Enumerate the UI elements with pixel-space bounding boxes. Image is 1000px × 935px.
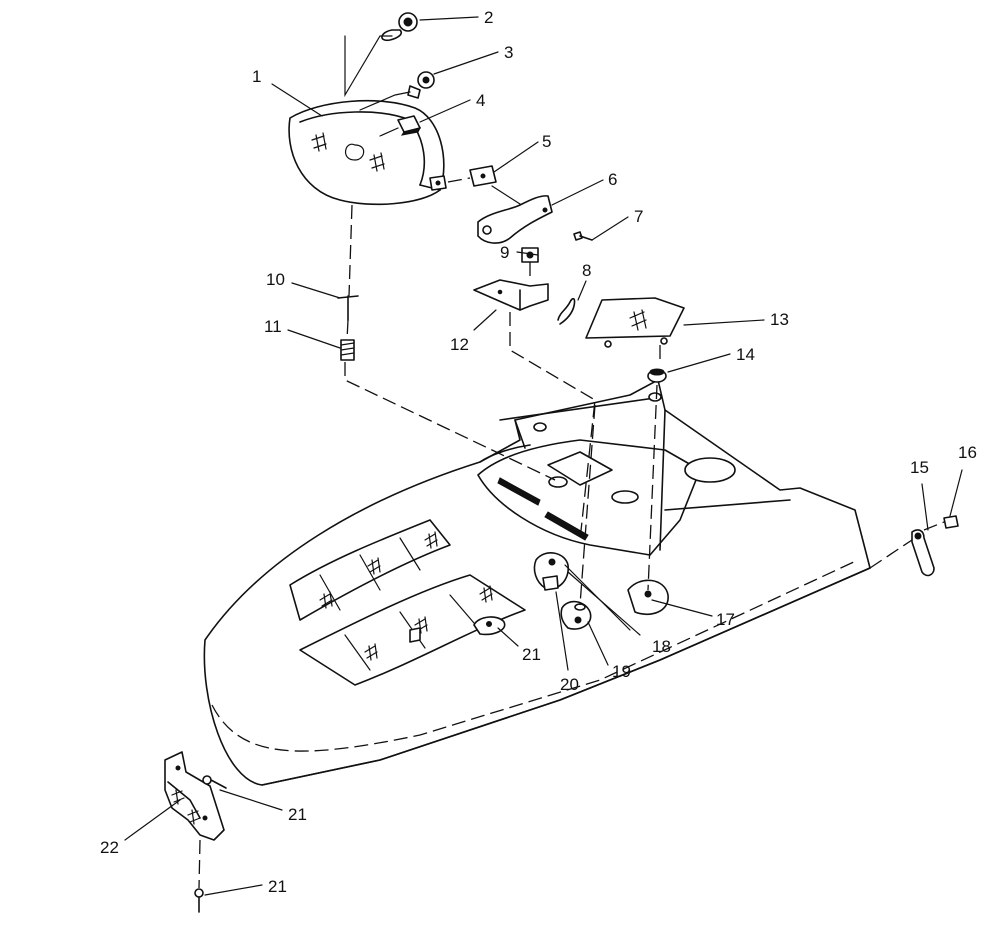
callout-numbers: 1 2 3 4 5 6 7 8 9 10 11 12 13 14 15 16 1… [100, 8, 977, 896]
callout-21-upper: 21 [288, 805, 307, 824]
grommet-14 [647, 368, 667, 383]
bracket-22 [164, 751, 225, 841]
callout-13: 13 [770, 310, 789, 329]
bushing-16 [943, 515, 959, 529]
bracket-6 [477, 195, 553, 244]
callout-17: 17 [716, 610, 735, 629]
callout-12: 12 [450, 335, 469, 354]
screw-7 [573, 231, 593, 241]
bulb-2 [381, 12, 418, 42]
fastener-21-hood [409, 616, 506, 643]
callout-4: 4 [476, 91, 485, 110]
hood-body [203, 379, 871, 786]
callout-2: 2 [484, 8, 493, 27]
socket-3 [407, 71, 435, 99]
callout-11: 11 [264, 317, 282, 336]
callout-22: 22 [100, 838, 119, 857]
fastener-21-lower [194, 888, 204, 913]
cover-13 [585, 297, 685, 348]
callout-21-hood: 21 [522, 645, 541, 664]
callout-5: 5 [542, 132, 551, 151]
callout-14: 14 [736, 345, 755, 364]
callout-19: 19 [612, 662, 631, 681]
callout-1: 1 [252, 67, 261, 86]
callout-8: 8 [582, 261, 591, 280]
plate-5 [469, 165, 497, 187]
callout-15: 15 [910, 458, 929, 477]
clip-8 [557, 297, 576, 325]
callout-21-lower: 21 [268, 877, 287, 896]
callout-7: 7 [634, 207, 643, 226]
switch-4 [397, 115, 421, 136]
tbolt-10 [337, 295, 359, 321]
spring-11 [340, 339, 355, 361]
callout-18: 18 [652, 637, 671, 656]
callout-3: 3 [504, 43, 513, 62]
handle-15 [911, 529, 935, 577]
bracket-12 [473, 279, 549, 311]
callout-9: 9 [500, 243, 509, 262]
callout-16: 16 [958, 443, 977, 462]
fastener-21-upper [202, 775, 227, 789]
headlight-pod [288, 99, 447, 206]
leader-lines [124, 16, 963, 896]
callout-20: 20 [560, 675, 579, 694]
callout-10: 10 [266, 270, 285, 289]
callout-6: 6 [608, 170, 617, 189]
assembly-lines [198, 35, 945, 889]
parts-18-19-20 [533, 552, 592, 630]
